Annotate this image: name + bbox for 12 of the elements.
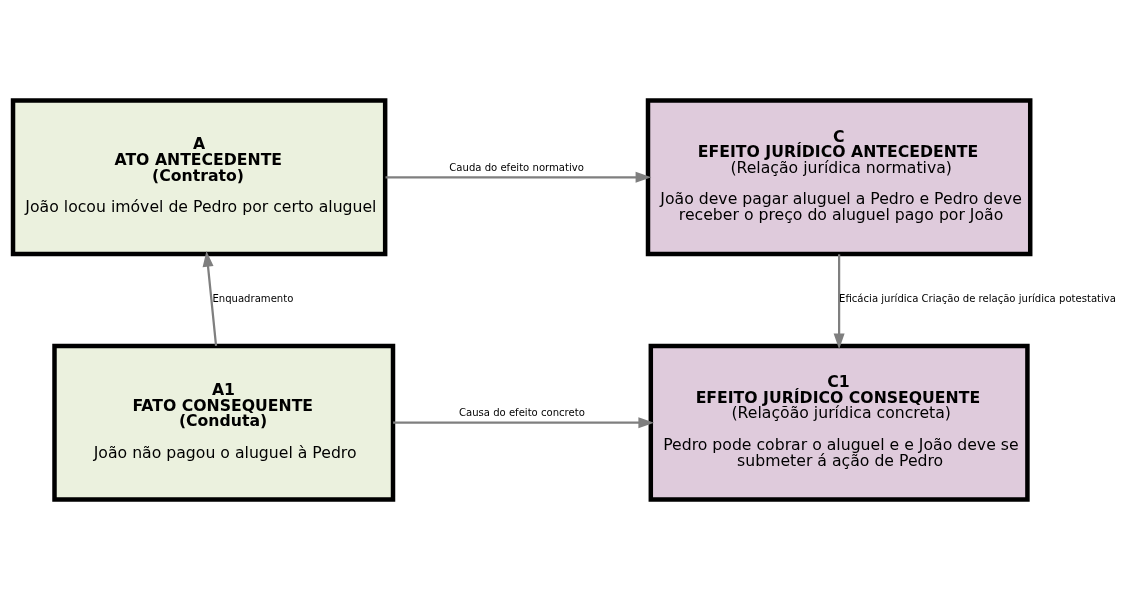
edge-label: Causa do efeito concreto	[458, 407, 585, 419]
arrow	[833, 254, 845, 350]
node-box: A1 FATO CONSEQUENTE (Conduta) João não pagou o aluguel à Pedro	[52, 343, 396, 502]
arrow	[393, 417, 655, 429]
node-box: A ATO ANTECEDENTE (Contrato) João locou imóvel de Pedro por certo aluguel	[10, 98, 388, 257]
edge-label: Cauda do efeito normativo	[449, 161, 584, 173]
node-box: C1 EFEITO JURÍDICO CONSEQUENTE (Relaçõão jurídica concreta) Pedro pode cobrar o aluguel e e João deve se submeter á ação de Pedro	[648, 343, 1030, 502]
arrow	[385, 171, 652, 183]
edge-label: Enquadramento	[212, 293, 294, 305]
edge-label: Eficácia jurídica Criação de relação jurídica potestativa	[839, 293, 1116, 305]
node-box: C EFEITO JURÍDICO ANTECEDENTE (Relação jurídica normativa) João deve pagar aluguel a Pedro e Pedro deve receber o preço do aluguel pago por João	[645, 98, 1033, 257]
arrow	[202, 250, 218, 346]
